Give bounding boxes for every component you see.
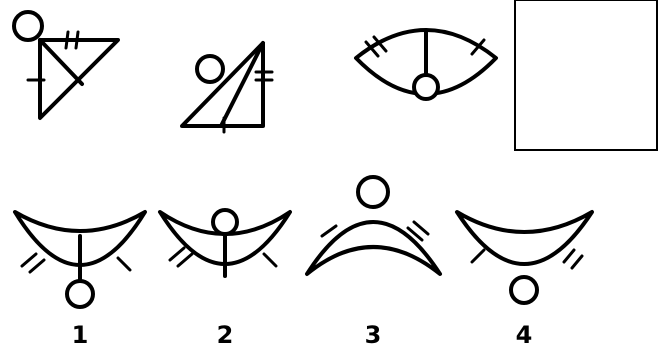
option-4-figure[interactable] <box>457 212 592 303</box>
option-2-figure[interactable] <box>160 210 290 276</box>
option-1-figure[interactable] <box>15 212 145 307</box>
option-3-figure[interactable] <box>307 177 440 274</box>
option-1-label: 1 <box>72 321 89 346</box>
option-3-label: 3 <box>365 321 382 346</box>
option-4-label: 4 <box>516 321 533 346</box>
answer-placeholder-box <box>515 0 657 150</box>
sequence-figure-2 <box>182 43 272 132</box>
option-2-label: 2 <box>217 321 234 346</box>
sequence-figure-1 <box>14 12 118 118</box>
sequence-figure-3 <box>356 30 496 99</box>
